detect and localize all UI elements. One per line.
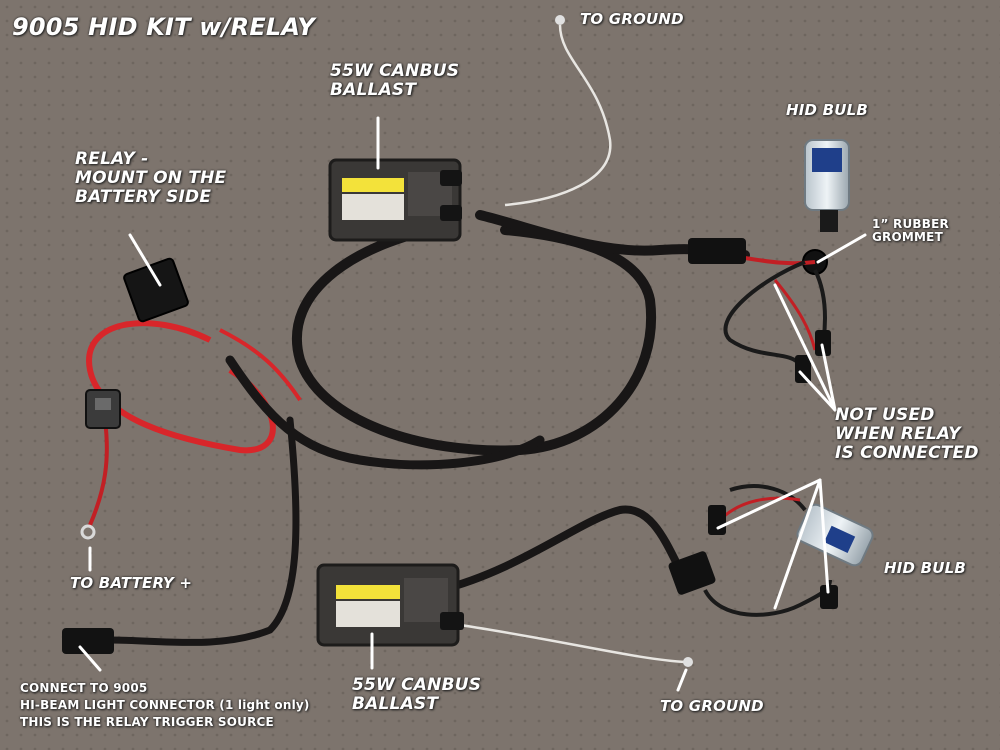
annotation-pointers	[78, 116, 867, 692]
harness-to-connector	[106, 416, 300, 646]
ground-wire-top	[504, 24, 612, 207]
red-battery-loop	[86, 320, 276, 454]
label-ballast-bottom: 55W CANBUS BALLAST	[352, 675, 482, 715]
bulb-top-red-lead	[744, 256, 816, 266]
label-to-ground-top: TO GROUND	[580, 10, 684, 28]
label-hid-bulb-bottom: HID BULB	[884, 559, 967, 577]
harness-to-bottom-ballast	[436, 505, 684, 594]
hid-bulb-top	[804, 139, 850, 232]
label-ballast-top: 55W CANBUS BALLAST	[330, 61, 460, 101]
bulb-top-red-wire	[773, 279, 817, 351]
red-wire-harness	[219, 328, 302, 402]
harness-connector-bottom	[668, 551, 716, 595]
ground-terminal-bottom	[683, 657, 693, 667]
red-battery-lead	[88, 419, 109, 526]
harness-main-loop	[291, 220, 657, 456]
bulb-bottom-connector-a	[708, 505, 726, 535]
page-title: 9005 HID KIT w/RELAY	[12, 13, 316, 41]
label-hid-bulb-top: HID BULB	[786, 101, 869, 119]
harness-connector-top	[688, 238, 746, 264]
bulb-bottom-connector-b	[820, 585, 838, 609]
label-relay: RELAY - MOUNT ON THE BATTERY SIDE	[75, 149, 227, 208]
bulb-top-connector-a	[795, 355, 811, 383]
label-to-ground-bottom: TO GROUND	[660, 697, 764, 715]
label-9005-connector: CONNECT TO 9005 HI-BEAM LIGHT CONNECTOR …	[20, 681, 310, 729]
ballast-bottom	[316, 563, 464, 647]
bulb-bottom-red-wire	[718, 496, 801, 522]
label-not-used: NOT USED WHEN RELAY IS CONNECTED	[835, 405, 979, 464]
label-rubber-grommet: 1” RUBBER GROMMET	[872, 217, 949, 245]
harness-lower-run	[225, 355, 545, 470]
ground-wire-bottom	[459, 623, 687, 664]
bulb-top-connector-b	[815, 330, 831, 356]
ballast-top	[328, 158, 462, 242]
battery-ring-terminal	[80, 524, 96, 540]
9005-connector	[62, 628, 114, 654]
fuse-holder-cap	[95, 398, 111, 410]
label-to-battery: TO BATTERY +	[70, 574, 193, 592]
ground-terminal-top	[555, 15, 565, 25]
